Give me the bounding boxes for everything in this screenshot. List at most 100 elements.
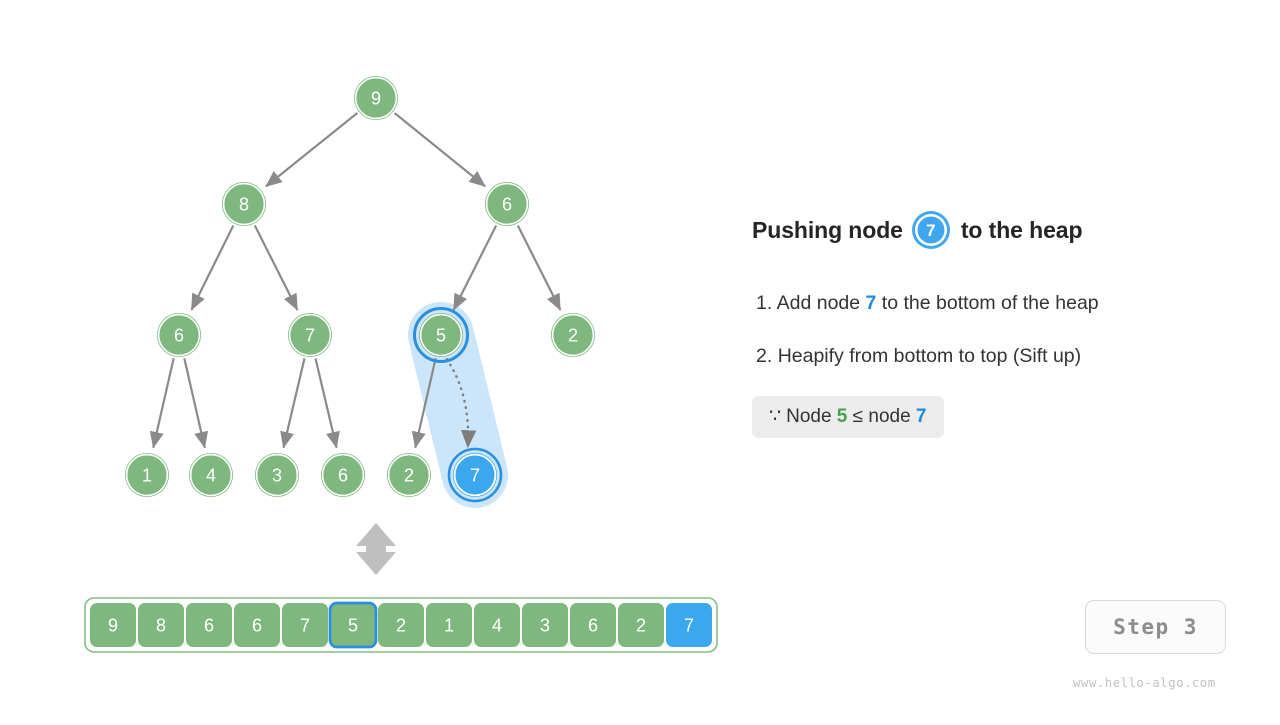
array-cell-label: 6 [204, 616, 214, 636]
array-cell-box [570, 603, 616, 647]
node-label: 1 [142, 466, 152, 486]
array-cell: 9 [90, 603, 136, 647]
because-symbol: ∵ [769, 406, 783, 427]
step-1-value: 7 [865, 292, 877, 314]
array-cell: 7 [666, 603, 712, 647]
node-inner-ring [125, 453, 169, 497]
node-selection-ring [447, 447, 503, 503]
array-container-border [84, 597, 718, 653]
node-inner-ring [551, 313, 595, 357]
array-cell: 6 [234, 603, 280, 647]
tree-node: 2 [387, 453, 431, 497]
tree-node: 4 [189, 453, 233, 497]
array-cell-box [138, 603, 184, 647]
watermark: www.hello-algo.com [1073, 675, 1216, 690]
node-inner-ring [255, 453, 299, 497]
panel-title-post: to the heap [960, 216, 1083, 243]
tree-edge [314, 358, 340, 449]
array-cell-box [186, 603, 232, 647]
instruction-step-1: 1. Add node 7 to the bottom of the heap [756, 292, 1099, 315]
node-inner-ring [485, 182, 529, 226]
array-cell-label: 1 [444, 616, 454, 636]
node-inner-ring [157, 313, 201, 357]
tree-node: 6 [321, 453, 365, 497]
node-label: 3 [272, 466, 282, 486]
array-cell-label: 6 [588, 616, 598, 636]
array-cell-label: 7 [684, 616, 694, 636]
node-label: 6 [502, 195, 512, 215]
reason-left-value: 5 [836, 406, 848, 427]
array-cell: 6 [186, 603, 232, 647]
tree-edge [183, 358, 209, 449]
array-cell: 3 [522, 603, 568, 647]
node-label: 2 [568, 326, 578, 346]
array-cell-box [282, 603, 328, 647]
reason-right-value: 7 [915, 406, 927, 427]
explanation-panel: Pushing node 7 to the heap 1. Add node 7… [752, 0, 1252, 720]
step-1-pre: Add node [776, 292, 866, 314]
panel-title-node-badge: 7 [914, 214, 947, 246]
array-cell: 2 [378, 603, 424, 647]
array-cell: 6 [570, 603, 616, 647]
tree-node: 2 [551, 313, 595, 357]
array-cell-box [378, 603, 424, 647]
array-cell-box [618, 603, 664, 647]
step-1-number: 1. [756, 292, 777, 314]
node-label: 6 [174, 326, 184, 346]
panel-title-pre: Pushing node [752, 216, 903, 243]
node-circle [125, 453, 169, 497]
tree-edge [280, 358, 306, 449]
node-inner-ring [419, 313, 463, 357]
step-1-post: to the bottom of the heap [876, 292, 1099, 314]
node-circle [419, 313, 463, 357]
array-cell: 7 [282, 603, 328, 647]
tree-node: 6 [485, 182, 529, 226]
node-circle [485, 182, 529, 226]
tree-edge [265, 112, 358, 188]
array-cell-box [474, 603, 520, 647]
node-label: 7 [305, 326, 315, 346]
tree-node: 6 [157, 313, 201, 357]
array-cell-box [666, 603, 712, 647]
array-cell-box [522, 603, 568, 647]
node-circle [354, 76, 398, 120]
node-circle [387, 453, 431, 497]
array-cell-label: 4 [492, 616, 502, 636]
tree-node: 5 [413, 307, 469, 363]
array-cell-label: 8 [156, 616, 166, 636]
array-cell-label: 7 [300, 616, 310, 636]
tree-node: 1 [125, 453, 169, 497]
step-badge: Step 3 [1085, 600, 1226, 654]
tree-edge [149, 358, 175, 449]
node-inner-ring [321, 453, 365, 497]
node-label: 9 [371, 89, 381, 109]
panel-title: Pushing node 7 to the heap [752, 214, 1083, 246]
node-circle [551, 313, 595, 357]
array-cell-label: 2 [636, 616, 646, 636]
array-cell-label: 9 [108, 616, 118, 636]
array-cell-box [90, 603, 136, 647]
node-circle [321, 453, 365, 497]
tree-node: 3 [255, 453, 299, 497]
node-inner-ring [288, 313, 332, 357]
tree-edge [253, 224, 299, 311]
array-cell-label: 6 [252, 616, 262, 636]
node-inner-ring [387, 453, 431, 497]
node-inner-ring [222, 182, 266, 226]
reason-operator: ≤ [847, 406, 869, 427]
node-circle [453, 453, 497, 497]
step-2-number: 2. [756, 345, 778, 367]
step-2-pre: Heapify from bottom to top (Sift up) [777, 345, 1082, 367]
node-inner-ring [189, 453, 233, 497]
node-circle [189, 453, 233, 497]
node-label: 8 [239, 195, 249, 215]
tree-edge [452, 224, 498, 311]
node-selection-ring [413, 307, 469, 363]
array-cell: 4 [474, 603, 520, 647]
tree-edge-layer [149, 112, 562, 449]
tree-edge [516, 224, 562, 311]
